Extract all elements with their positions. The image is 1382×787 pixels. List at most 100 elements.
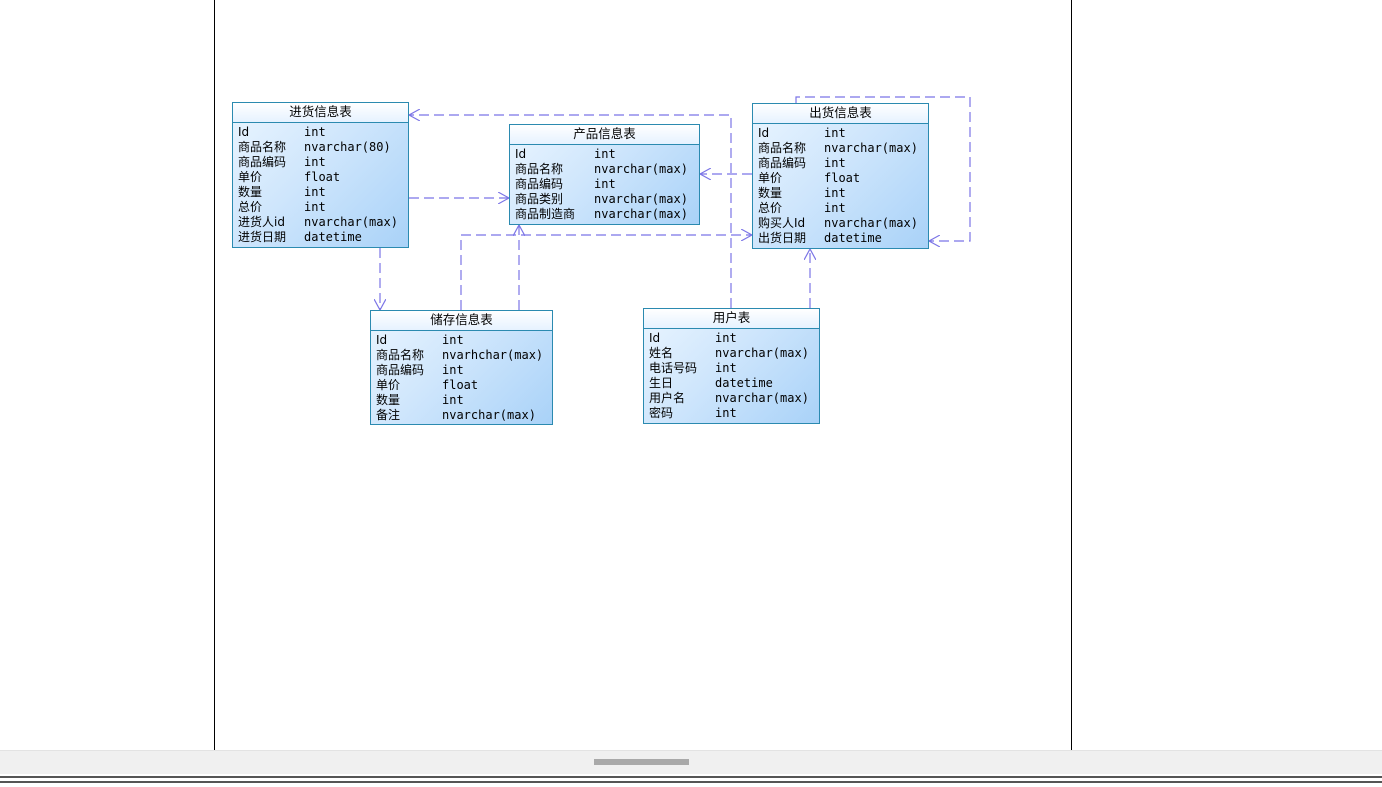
field-type: float xyxy=(442,378,479,392)
field-name: 商品制造商 xyxy=(515,207,576,221)
table-row: Id int xyxy=(238,125,408,140)
field-type: int xyxy=(824,186,846,200)
field-type: nvarchar(max) xyxy=(442,408,536,422)
table-row: 数量 int xyxy=(758,186,928,201)
field-type: float xyxy=(304,170,341,184)
field-name: 单价 xyxy=(758,171,783,185)
field-name: 密码 xyxy=(649,406,674,420)
field-type: datetime xyxy=(304,230,362,244)
field-type: float xyxy=(824,171,861,185)
field-name: 进货人id xyxy=(238,215,285,229)
field-name: Id xyxy=(376,333,388,347)
field-name: 数量 xyxy=(376,393,401,407)
table-row: 商品编码 int xyxy=(758,156,928,171)
table-row: Id int xyxy=(515,147,699,162)
field-name: 商品名称 xyxy=(758,141,807,155)
field-name: 商品名称 xyxy=(515,162,564,176)
field-name: Id xyxy=(649,331,661,345)
field-name: Id xyxy=(238,125,250,139)
field-name: Id xyxy=(515,147,527,161)
relationship-lines xyxy=(0,96,971,750)
table-row: 数量 int xyxy=(238,185,408,200)
field-name: 数量 xyxy=(238,185,263,199)
field-name: 电话号码 xyxy=(649,361,698,375)
table-row: 购买人Id nvarchar(max) xyxy=(758,216,928,231)
field-name: 出货日期 xyxy=(758,231,807,245)
table-row: 密码 int xyxy=(649,406,819,421)
link-chucun-to-chuhuo xyxy=(460,235,752,310)
field-type: int xyxy=(442,333,464,347)
field-type: int xyxy=(304,200,326,214)
table-row: 总价 int xyxy=(238,200,408,215)
table-row: 商品制造商 nvarchar(max) xyxy=(515,207,699,222)
field-type: nvarchar(80) xyxy=(304,140,391,154)
field-type: int xyxy=(442,363,464,377)
field-name: 商品类别 xyxy=(515,192,564,206)
field-name: 商品编码 xyxy=(758,156,807,170)
field-name: 商品编码 xyxy=(238,155,287,169)
table-row: 商品编码 int xyxy=(238,155,408,170)
table-title: 储存信息表 xyxy=(371,311,552,331)
field-type: nvarhchar(max) xyxy=(442,348,544,362)
divider xyxy=(0,781,1382,783)
field-type: int xyxy=(715,406,737,420)
field-name: 姓名 xyxy=(649,346,674,360)
table-row: Id int xyxy=(758,126,928,141)
field-type: int xyxy=(715,361,737,375)
field-name: Id xyxy=(758,126,770,140)
field-type: int xyxy=(304,125,326,139)
table-title: 出货信息表 xyxy=(753,104,928,124)
table-row: Id int xyxy=(649,331,819,346)
field-type: int xyxy=(442,393,464,407)
table-row: Id int xyxy=(376,333,552,348)
table-row: 进货人id nvarchar(max) xyxy=(238,215,408,230)
field-type: int xyxy=(715,331,737,345)
table-row: 总价 int xyxy=(758,201,928,216)
table-row: 商品类别 nvarchar(max) xyxy=(515,192,699,207)
field-type: nvarchar(max) xyxy=(304,215,398,229)
field-type: int xyxy=(594,147,616,161)
field-type: nvarchar(max) xyxy=(824,216,918,230)
field-name: 商品编码 xyxy=(515,177,564,191)
field-type: int xyxy=(824,126,846,140)
scrollbar-thumb[interactable] xyxy=(594,759,689,765)
field-name: 单价 xyxy=(238,170,263,184)
field-type: int xyxy=(824,156,846,170)
field-name: 数量 xyxy=(758,186,783,200)
horizontal-scrollbar[interactable] xyxy=(0,750,1382,775)
field-type: nvarchar(max) xyxy=(594,207,688,221)
field-type: int xyxy=(594,177,616,191)
table-title: 产品信息表 xyxy=(510,125,699,145)
field-name: 生日 xyxy=(649,376,674,390)
link-chuhuo-self xyxy=(795,96,971,241)
table-chanpin[interactable]: 产品信息表 Id int 商品名称 nvarchar(max) 商品编码 int 商品… xyxy=(509,124,700,225)
field-type: nvarchar(max) xyxy=(715,391,809,405)
field-name: 购买人Id xyxy=(758,216,806,230)
field-type: nvarchar(max) xyxy=(594,162,688,176)
field-type: nvarchar(max) xyxy=(594,192,688,206)
field-name: 商品编码 xyxy=(376,363,425,377)
table-row: 单价 float xyxy=(238,170,408,185)
field-name: 商品名称 xyxy=(376,348,425,362)
field-type: int xyxy=(304,155,326,169)
field-type: nvarchar(max) xyxy=(715,346,809,360)
field-name: 总价 xyxy=(758,201,783,215)
table-row: 电话号码 int xyxy=(649,361,819,376)
table-title: 进货信息表 xyxy=(233,103,408,123)
link-yonghu-to-jinhuo xyxy=(409,115,732,308)
field-type: int xyxy=(824,201,846,215)
table-row: 商品名称 nvarhchar(max) xyxy=(376,348,552,363)
field-name: 总价 xyxy=(238,200,263,214)
field-type: int xyxy=(304,185,326,199)
